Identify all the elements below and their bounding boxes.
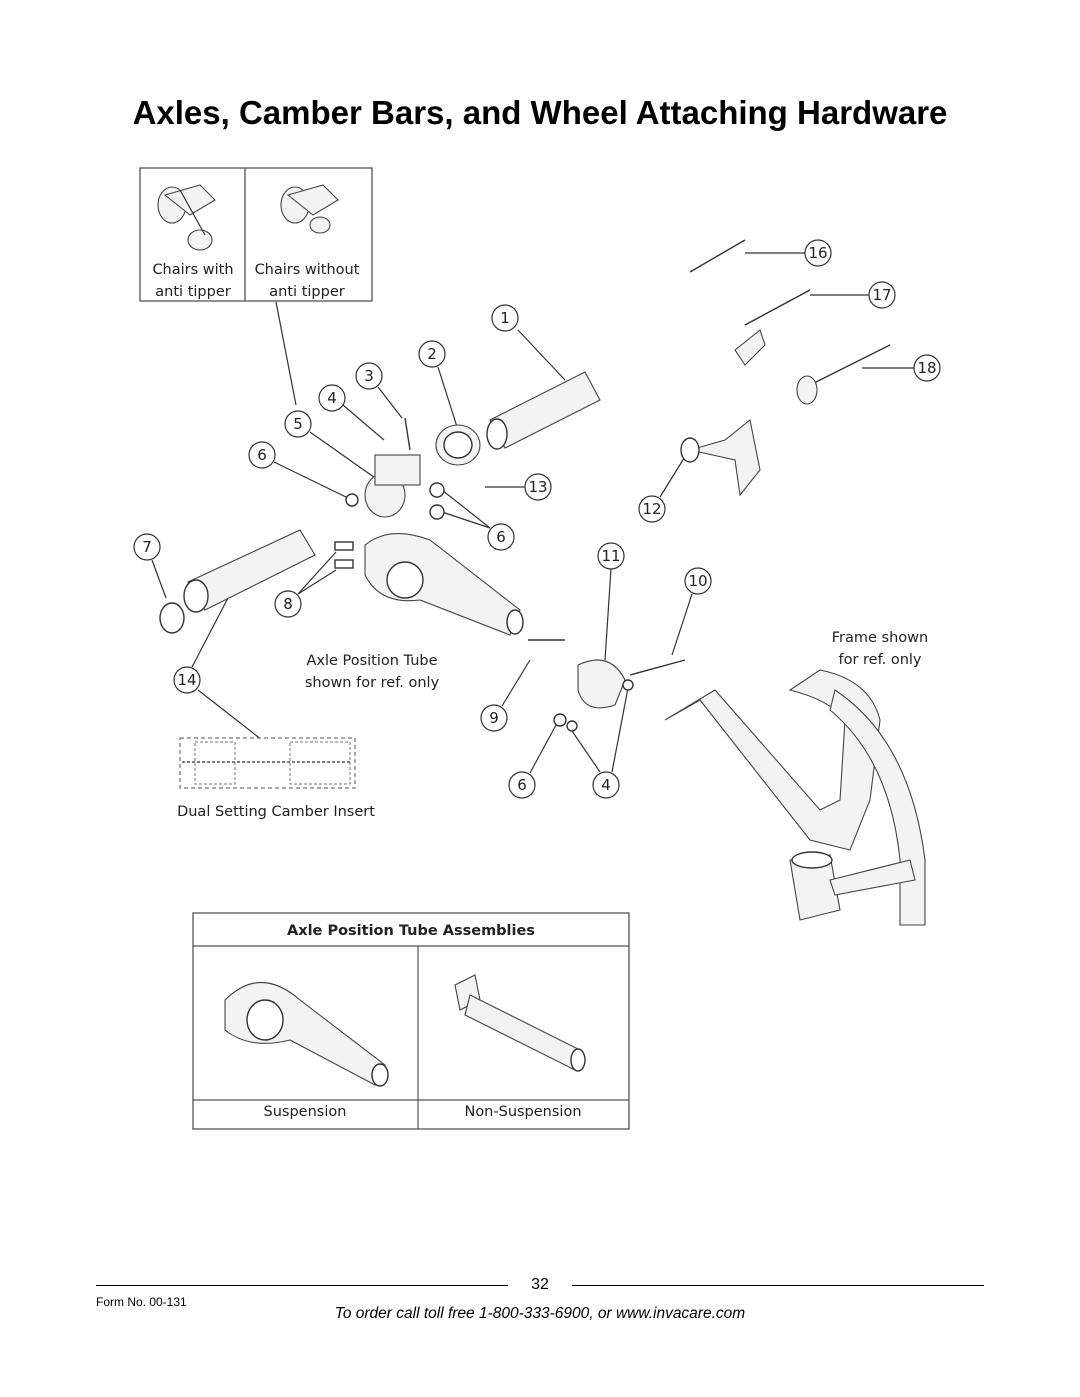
callout-10: 10 — [671, 567, 712, 656]
axle-position-tube-note-2: shown for ref. only — [305, 675, 440, 691]
svg-text:2: 2 — [427, 345, 437, 363]
quick-release-axle-part — [680, 419, 761, 497]
svg-text:10: 10 — [688, 572, 707, 590]
svg-text:16: 16 — [808, 244, 827, 262]
suspension-axle-assembly-part — [334, 533, 524, 636]
callout-14: 14 — [173, 597, 263, 741]
assemblies-table: Axle Position Tube Assemblies Suspension… — [192, 912, 630, 1130]
axle-position-tube-note-1: Axle Position Tube — [306, 653, 437, 669]
camber-insert-label: Dual Setting Camber Insert — [177, 804, 375, 820]
svg-text:9: 9 — [489, 709, 499, 727]
svg-text:4: 4 — [327, 389, 337, 407]
callout-9: 9 — [480, 659, 531, 732]
page-number: 32 — [531, 1276, 549, 1293]
camber-tube-part — [159, 529, 316, 634]
callout-17: 17 — [810, 281, 896, 309]
svg-text:8: 8 — [283, 595, 293, 613]
callout-6-right: 6 — [441, 489, 515, 551]
svg-text:7: 7 — [142, 538, 152, 556]
inset-left-label-2: anti tipper — [155, 284, 230, 300]
svg-text:4: 4 — [601, 776, 611, 794]
svg-text:6: 6 — [496, 528, 506, 546]
callout-4-bottom: 4 — [569, 687, 629, 799]
callout-11: 11 — [597, 542, 625, 661]
anti-tipper-inset: Chairs with anti tipper Chairs without a… — [139, 167, 373, 302]
svg-text:11: 11 — [601, 547, 620, 565]
frame-part — [664, 669, 926, 926]
clamp-body-part — [345, 417, 445, 520]
parts-diagram: Chairs with anti tipper Chairs without a… — [133, 167, 941, 1130]
suspension-assembly-illustration — [224, 981, 389, 1087]
order-info: To order call toll free 1-800-333-6900, … — [334, 1305, 746, 1322]
callout-6-left: 6 — [248, 441, 349, 499]
callout-1: 1 — [491, 304, 566, 381]
non-suspension-assembly-illustration — [454, 974, 586, 1072]
clamp-with-anti-tipper-illustration — [157, 184, 216, 251]
callout-3: 3 — [355, 362, 403, 419]
callout-18: 18 — [862, 354, 941, 382]
svg-text:17: 17 — [872, 286, 891, 304]
footer-rule-left — [96, 1285, 508, 1286]
svg-text:1: 1 — [500, 309, 510, 327]
callout-5: 5 — [284, 410, 379, 481]
assemblies-heading: Axle Position Tube Assemblies — [287, 923, 535, 939]
svg-text:14: 14 — [177, 671, 196, 689]
inset-left-label-1: Chairs with — [152, 262, 233, 278]
callout-7: 7 — [133, 533, 167, 599]
inset-right-label-1: Chairs without — [255, 262, 360, 278]
frame-note-2: for ref. only — [838, 652, 921, 668]
callout-12: 12 — [638, 454, 687, 523]
suspension-label: Suspension — [264, 1104, 347, 1120]
axle-tube-part — [486, 371, 601, 450]
camber-clamp-ring-part — [435, 424, 481, 466]
svg-text:3: 3 — [364, 367, 374, 385]
form-number: Form No. 00-131 — [96, 1295, 187, 1309]
camber-insert-part — [179, 737, 356, 789]
svg-text:5: 5 — [293, 415, 303, 433]
inset-right-label-2: anti tipper — [269, 284, 344, 300]
callout-6-bottom: 6 — [508, 724, 557, 799]
callout-8: 8 — [274, 551, 337, 618]
axle-pin-parts — [689, 239, 891, 405]
callout-16: 16 — [745, 239, 832, 267]
frame-note-1: Frame shown — [832, 630, 928, 646]
footer-rule-right — [572, 1285, 984, 1286]
clamp-without-anti-tipper-illustration — [280, 184, 339, 234]
svg-text:6: 6 — [257, 446, 267, 464]
svg-text:6: 6 — [517, 776, 527, 794]
non-suspension-label: Non-Suspension — [464, 1104, 581, 1120]
svg-text:18: 18 — [917, 359, 936, 377]
page-title: Axles, Camber Bars, and Wheel Attaching … — [132, 94, 948, 131]
small-hardware-parts — [528, 639, 686, 732]
svg-text:13: 13 — [528, 478, 547, 496]
callout-13: 13 — [485, 473, 552, 501]
callout-2: 2 — [418, 340, 459, 431]
callout-4: 4 — [318, 384, 385, 441]
svg-text:12: 12 — [642, 500, 661, 518]
